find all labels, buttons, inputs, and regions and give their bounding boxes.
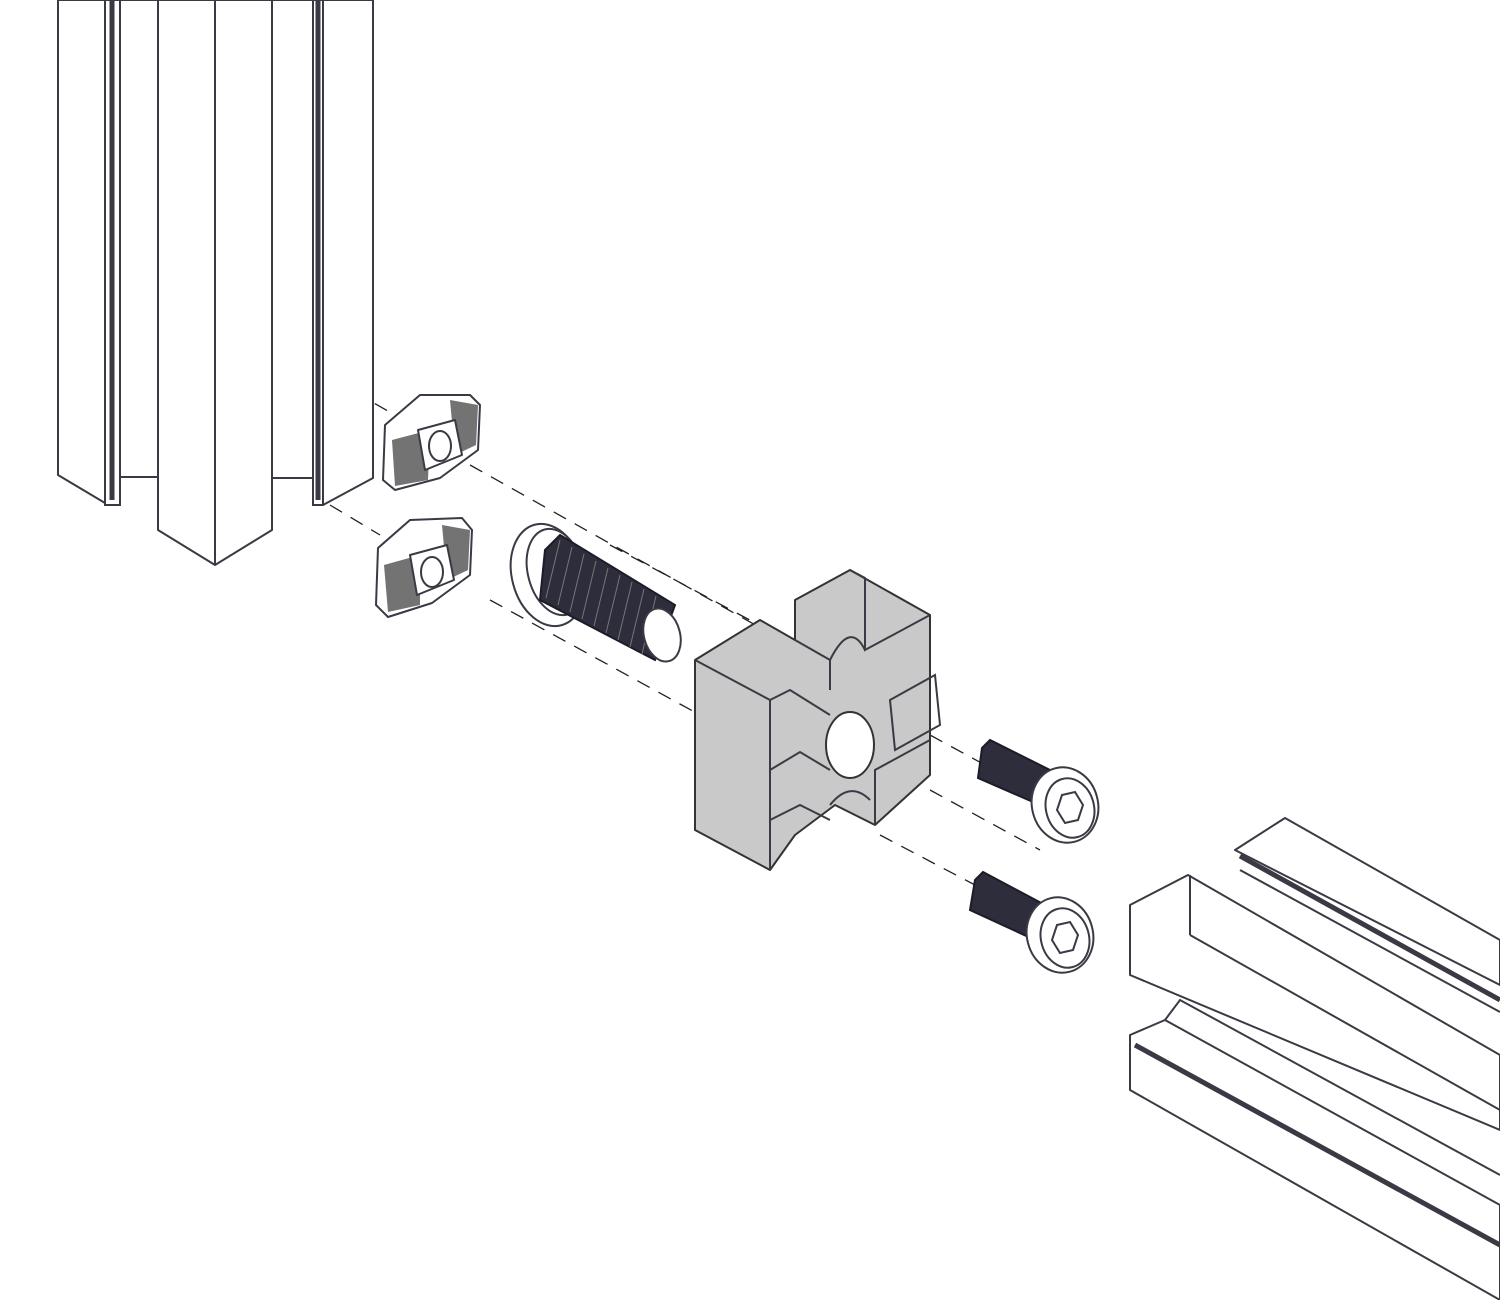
t-nut-lower [375,517,473,618]
t-nut-upper [382,394,481,491]
socket-cap-screw-upper [976,738,1100,844]
button-head-bolt [509,522,682,663]
connector-block [694,569,942,871]
socket-cap-screw-lower [968,870,1095,974]
assembly-axis-lines [329,379,1041,886]
horizontal-profile [1129,817,1500,1300]
center-hole [825,711,875,779]
vertical-profile [57,0,374,566]
